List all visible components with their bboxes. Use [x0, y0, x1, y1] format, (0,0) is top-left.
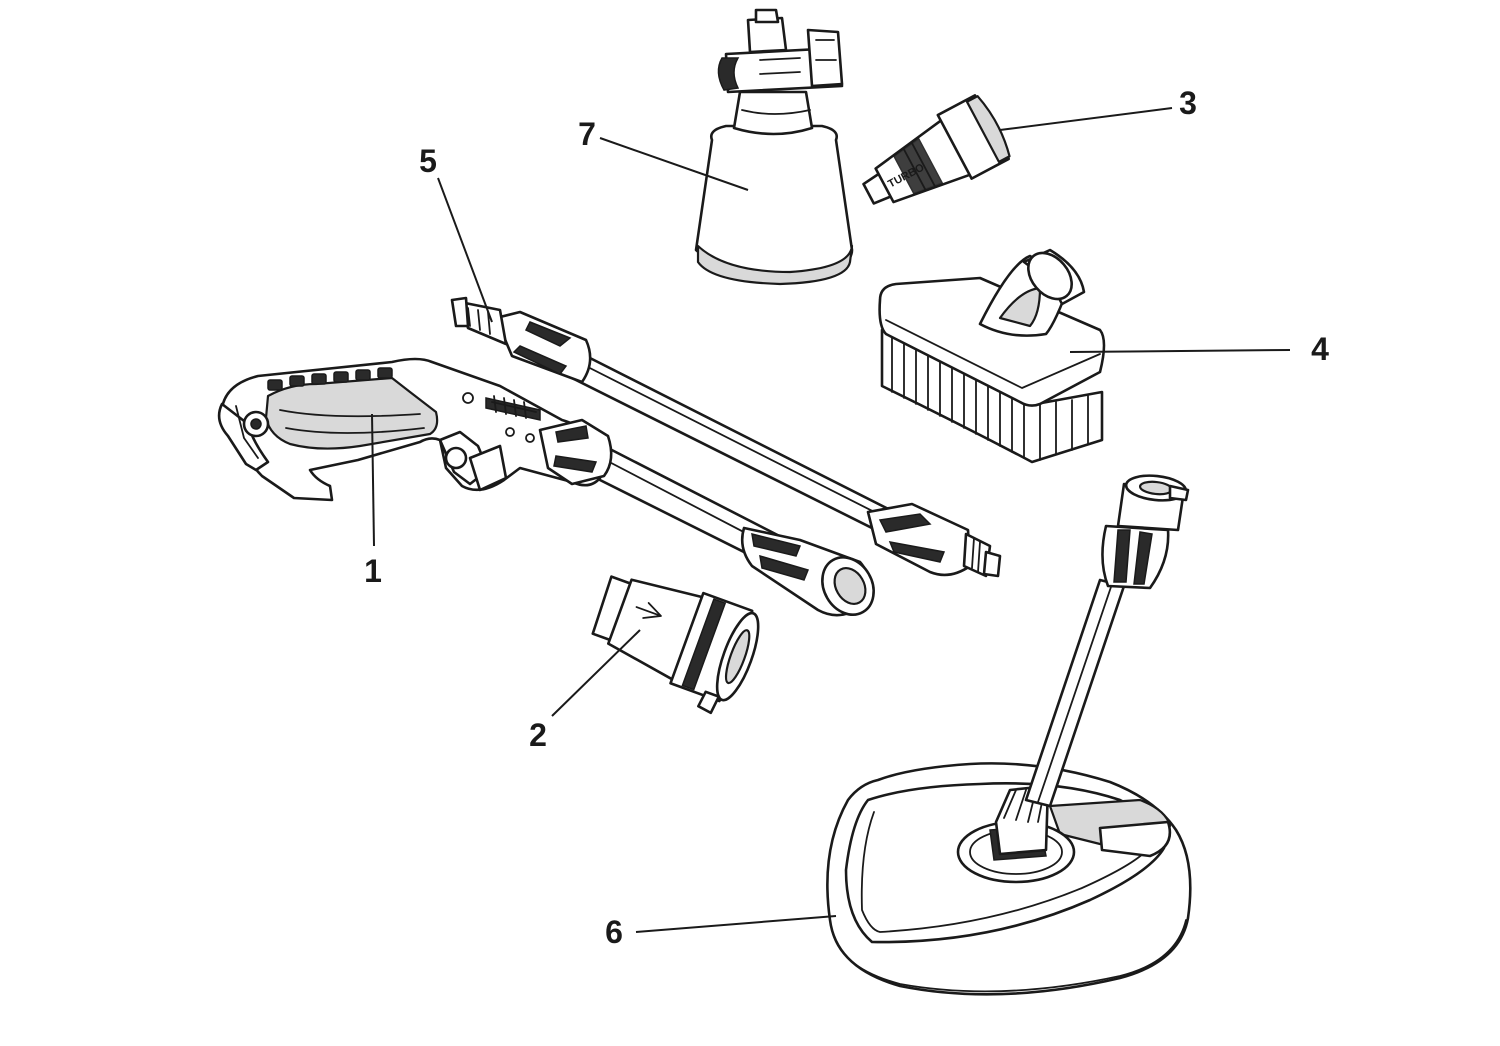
brush [878, 248, 1106, 464]
callout-4: 4 [1311, 331, 1329, 367]
adapter-nozzle [591, 575, 760, 715]
leader-2 [551, 629, 641, 717]
leader-1 [371, 413, 375, 547]
lance-extension [450, 296, 1002, 578]
leader-5 [437, 177, 493, 323]
leader-4 [1069, 349, 1291, 353]
leader-3 [999, 107, 1173, 131]
foam-bottle [694, 8, 854, 286]
callout-2: 2 [529, 717, 547, 753]
leader-6 [635, 915, 837, 933]
surface-cleaner [826, 474, 1192, 996]
callout-6: 6 [605, 914, 623, 950]
leader-7 [599, 137, 749, 191]
callout-7: 7 [578, 116, 596, 152]
trigger-gun [217, 357, 875, 617]
callout-1: 1 [364, 553, 382, 589]
callout-3: 3 [1179, 85, 1197, 121]
callout-5: 5 [419, 143, 437, 179]
turbo-nozzle: TURBO [862, 94, 1011, 205]
